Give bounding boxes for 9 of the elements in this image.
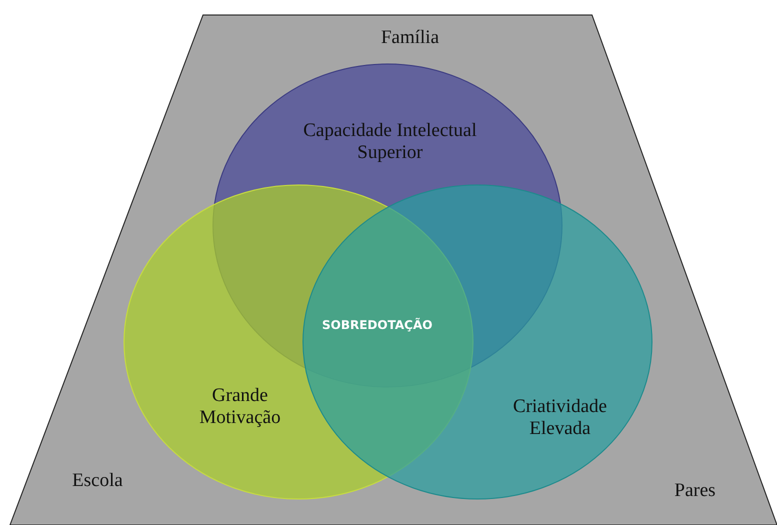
circle-label: Capacidade Intelectual Superior <box>302 120 478 164</box>
center-label: SOBREDOTAÇÃO <box>322 318 432 332</box>
context-label: Pares <box>673 480 717 502</box>
circle <box>302 184 653 500</box>
circle-label: Grande Motivação <box>198 385 282 429</box>
circle-label: Criatividade Elevada <box>512 396 608 440</box>
context-label: Escola <box>71 470 124 492</box>
context-label: Família <box>380 27 440 49</box>
trapezoid-background <box>10 15 777 525</box>
